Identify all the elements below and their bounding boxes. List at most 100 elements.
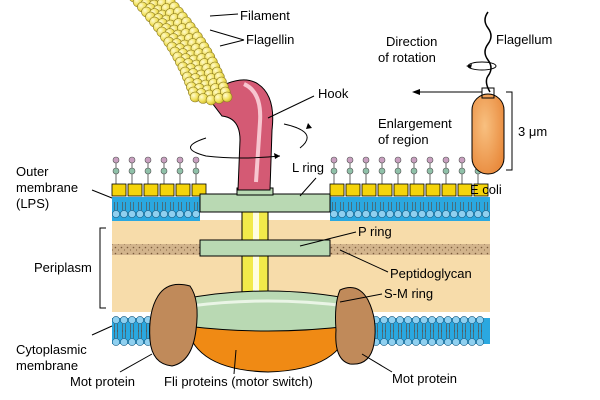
lipid-head [370,210,378,218]
filament [129,0,233,106]
lipid-head [330,210,338,218]
lipid-head [168,210,176,218]
lipid-head [468,316,476,324]
label-fli-proteins: Fli proteins (motor switch) [164,374,313,389]
lipid-head [436,316,444,324]
lipid-head [394,210,402,218]
lps-oantigen [160,156,168,164]
lipid-head [112,316,120,324]
lps-oantigen [378,156,386,164]
lipid-head [444,316,452,324]
lps-core [191,183,207,197]
lipid-head [482,210,490,218]
lps-core [425,183,441,197]
lipid-head [426,210,434,218]
lipid-head [410,210,418,218]
lps-oantigen [410,156,418,164]
rotation-arrow-right [283,123,308,149]
l-ring [199,193,331,213]
lps-oantigen [176,156,184,164]
lps-core [409,183,425,197]
lipid-head [396,316,404,324]
label-size: 3 μm [518,124,547,139]
lipid-head [388,338,396,346]
lipid-head [468,338,476,346]
lipid-head [442,210,450,218]
lps-oantigen [362,156,370,164]
direction-arrow [467,61,497,71]
lps-core [441,183,457,197]
lipid-head [476,316,484,324]
lipid-head [420,338,428,346]
lipid-head [152,210,160,218]
label-direction-1: Direction [386,34,437,49]
lipid-head [452,316,460,324]
lipid-head [458,210,466,218]
lipid-head [112,338,120,346]
lps-core [159,183,175,197]
periplasm-bracket [99,227,106,309]
lps-core [457,183,473,197]
lipid-head [160,210,168,218]
lipid-head [136,210,144,218]
p-ring [199,239,331,257]
lps-core [111,183,127,197]
label-cytoplasmic-membrane-2: membrane [16,358,78,373]
lipid-head [380,316,388,324]
lipid-head [184,210,192,218]
lipid-head [474,210,482,218]
lipid-head [362,210,370,218]
lipid-head [436,338,444,346]
lipid-head [192,210,200,218]
lps-core [175,183,191,197]
lps-core [329,183,345,197]
lps-core [143,183,159,197]
flagellin-subunit [221,91,233,103]
sm-ring [177,290,357,332]
label-periplasm: Periplasm [34,260,92,275]
lipid-head [460,338,468,346]
lipid-head [444,338,452,346]
lipid-head [450,210,458,218]
label-mot-protein-left: Mot protein [70,374,135,389]
lipid-head [380,338,388,346]
lipid-head [128,316,136,324]
lipid-head [354,210,362,218]
lps-core [473,183,489,197]
lipid-head [434,210,442,218]
lps-oantigen [426,156,434,164]
lps-core [345,183,361,197]
label-filament: Filament [240,8,290,23]
lipid-head [428,338,436,346]
lps-oantigen [330,156,338,164]
lipid-head [412,316,420,324]
lps-oantigen [128,156,136,164]
label-mot-protein-right: Mot protein [392,371,457,386]
lipid-head [378,210,386,218]
lps-core [127,183,143,197]
lipid-head [466,210,474,218]
lipid-head [120,210,128,218]
label-enlargement-2: of region [378,132,429,147]
label-flagellum: Flagellum [496,32,552,47]
size-bracket [506,91,513,171]
label-direction-2: of rotation [378,50,436,65]
label-sm-ring: S-M ring [384,286,433,301]
lps-oantigen [394,156,402,164]
rotation-arrow-left [190,137,281,159]
lipid-head [428,316,436,324]
mot-protein-left-shape [149,283,198,367]
lps-oantigen [458,156,466,164]
label-enlargement-1: Enlargement [378,116,452,131]
lipid-head [404,338,412,346]
lipid-head [388,316,396,324]
lipid-head [136,316,144,324]
lipid-head [412,338,420,346]
lps-core [393,183,409,197]
peptidoglycan-layer-right [330,244,490,255]
label-outer-membrane-2: membrane [16,180,78,195]
label-outer-membrane-3: (LPS) [16,196,49,211]
lipid-head [346,210,354,218]
